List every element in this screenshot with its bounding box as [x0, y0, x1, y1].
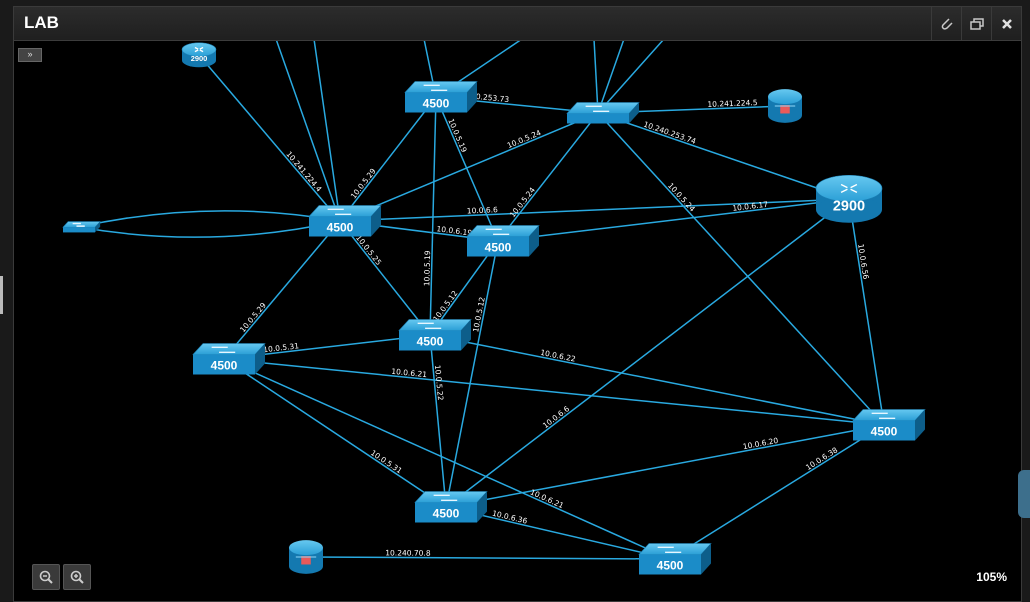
link-label: 10.0.6.22 — [540, 348, 577, 364]
link-label: 10.0.5.12 — [471, 296, 487, 333]
network-link[interactable] — [339, 96, 437, 222]
network-link[interactable] — [339, 198, 850, 222]
link-label: 10.0.6.38 — [804, 445, 839, 472]
device-switch[interactable]: 4500 — [638, 543, 712, 575]
network-link[interactable] — [497, 112, 599, 242]
network-link[interactable] — [429, 334, 447, 508]
device-switch[interactable] — [566, 102, 640, 124]
link-label: 10.0.5.24 — [508, 185, 537, 219]
network-link[interactable] — [223, 220, 341, 360]
link-label: 10.0.6.17 — [732, 200, 769, 213]
link-label: 10.0.6.6 — [541, 404, 571, 430]
zoom-level: 105% — [976, 570, 1007, 584]
device-switch[interactable]: 4500 — [466, 225, 540, 257]
device-router[interactable]: 2900 — [815, 174, 883, 223]
node-label: 4500 — [485, 241, 512, 255]
network-link[interactable] — [445, 506, 671, 560]
zoom-out-icon — [39, 570, 53, 584]
node-label: 4500 — [871, 425, 898, 439]
device-small-router[interactable]: 2900 — [181, 42, 217, 68]
window-actions — [931, 7, 1021, 40]
link-label: 10.240.253.74 — [642, 120, 697, 146]
network-link[interactable] — [445, 240, 499, 508]
network-link[interactable] — [305, 556, 671, 560]
window-title: LAB — [24, 13, 59, 32]
network-link[interactable] — [597, 112, 885, 426]
node-label: 4500 — [211, 359, 238, 373]
offscreen-link[interactable] — [275, 41, 341, 222]
offscreen-link[interactable] — [597, 41, 664, 114]
left-panel-handle[interactable] — [0, 276, 3, 314]
link-label: 10.0.6.19 — [436, 224, 473, 237]
network-link[interactable] — [848, 198, 885, 426]
network-link[interactable] — [339, 220, 431, 336]
network-link[interactable] — [497, 198, 850, 242]
network-link[interactable] — [429, 96, 437, 336]
link-label: 10.0.5.22 — [433, 365, 445, 402]
link-label: 10.0.6.20 — [742, 436, 779, 451]
offscreen-link[interactable] — [593, 41, 599, 114]
node-label: 2900 — [833, 199, 865, 215]
network-link[interactable] — [223, 358, 447, 508]
device-server[interactable] — [289, 540, 323, 574]
device-server[interactable] — [768, 89, 802, 123]
zoom-controls — [32, 564, 91, 590]
zoom-out-button[interactable] — [32, 564, 60, 590]
network-link[interactable] — [669, 424, 885, 560]
device-switch[interactable]: 4500 — [852, 409, 926, 441]
restore-icon[interactable] — [961, 7, 991, 40]
link-label: 10.0.5.31 — [263, 341, 300, 354]
zoom-in-icon — [70, 570, 84, 584]
device-switch[interactable]: 4500 — [192, 343, 266, 375]
offscreen-link[interactable] — [313, 41, 341, 222]
expand-panel-button[interactable]: » — [18, 48, 42, 62]
link-label: 10.0.5.19 — [422, 250, 432, 286]
node-label: 4500 — [433, 507, 460, 521]
network-link[interactable] — [429, 334, 885, 426]
network-link[interactable] — [223, 358, 671, 560]
network-link[interactable] — [198, 54, 341, 222]
close-icon[interactable] — [991, 7, 1021, 40]
node-label: 4500 — [423, 97, 450, 111]
network-link[interactable] — [597, 112, 850, 200]
device-switch[interactable]: 4500 — [398, 319, 472, 351]
right-panel-tab[interactable] — [1018, 470, 1030, 518]
network-link[interactable] — [445, 424, 885, 508]
zoom-in-button[interactable] — [63, 564, 91, 590]
link-label: 10.240.70.8 — [385, 548, 431, 557]
link-label: 10.0.5.12 — [431, 289, 459, 323]
network-link[interactable] — [78, 220, 341, 238]
attach-icon[interactable] — [931, 7, 961, 40]
window-titlebar: LAB — [14, 7, 1021, 41]
network-link[interactable] — [445, 198, 850, 508]
link-label: 10.0.5.29 — [349, 166, 378, 200]
node-label: 4500 — [417, 335, 444, 349]
link-label: 10.0.6.6 — [467, 205, 499, 215]
network-link[interactable] — [78, 210, 341, 228]
network-link[interactable] — [339, 112, 599, 222]
link-label: 10.0.5.24 — [666, 181, 697, 214]
device-switch[interactable]: 4500 — [404, 81, 478, 113]
link-label: 10.0.5.29 — [238, 301, 268, 334]
offscreen-link[interactable] — [597, 41, 625, 114]
device-small-switch[interactable] — [62, 221, 101, 233]
network-link[interactable] — [435, 96, 499, 242]
device-switch[interactable]: 4500 — [308, 205, 382, 237]
node-label: 4500 — [657, 559, 684, 573]
node-label: 2900 — [191, 54, 208, 63]
device-switch[interactable]: 4500 — [414, 491, 488, 523]
node-label: 4500 — [327, 221, 354, 235]
link-label: 10.241.224.5 — [707, 98, 758, 109]
network-link[interactable] — [223, 358, 885, 426]
link-label: 10.0.6.21 — [391, 367, 428, 380]
link-label: 10.0.5.25 — [354, 233, 383, 267]
link-label: 10.0.5.31 — [369, 448, 404, 475]
link-label: 10.0.6.36 — [491, 509, 528, 526]
